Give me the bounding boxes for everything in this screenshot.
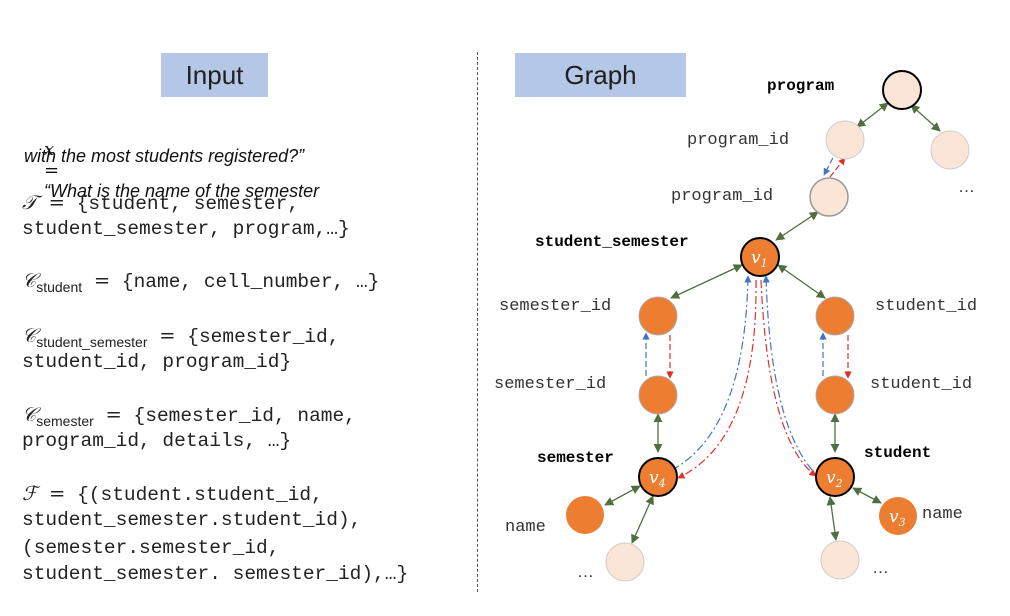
node-semester-id-bottom	[638, 375, 678, 415]
fk-line-2: student_semester.student_id),	[22, 509, 362, 531]
fk-line-1: ℱ = {(student.student_id,	[22, 482, 323, 506]
fk-line-3: (semester.semester_id,	[22, 537, 280, 559]
v2-label: v2	[826, 468, 843, 490]
v1-label: v1	[751, 248, 768, 270]
node-program	[882, 70, 922, 110]
label-student: student	[864, 444, 931, 462]
edge-v1-studentid	[777, 264, 826, 299]
label-program-id-top: program_id	[687, 131, 789, 150]
query-line-2: with the most students registered?”	[24, 146, 305, 166]
label-program-id-bottom: program_id	[671, 187, 773, 206]
c-student-semester-line-1: 𝒞student_semester = {semester_id,	[22, 324, 340, 350]
node-ellipsis-bottom-left	[605, 542, 645, 582]
edge-v2-name	[852, 487, 882, 504]
red-dash-v1-v4	[677, 279, 757, 479]
label-student-id-top: student_id	[875, 297, 977, 316]
fk-line-4: student_semester. semester_id),…}	[22, 563, 409, 585]
blue-dash-v2-v1	[762, 275, 813, 471]
query-line-1: x = “What is the name of the semester	[44, 139, 320, 201]
v3-label: v3	[889, 507, 906, 529]
graph-edges	[604, 102, 941, 544]
label-ellipsis-bottom-right: …	[872, 558, 889, 577]
label-name-right: name	[922, 505, 963, 524]
tables-line-2: student_semester, program,…}	[22, 218, 350, 240]
c-semester-line-1: 𝒞semester = {semester_id, name,	[22, 403, 356, 429]
graph-nodes	[566, 70, 970, 582]
query-symbol: x	[44, 139, 55, 160]
label-semester-id-bottom: semester_id	[494, 375, 606, 394]
label-semester: semester	[537, 449, 614, 467]
edge-programid-ss	[775, 211, 819, 241]
v4-label: v4	[649, 468, 666, 490]
node-program-ellipsis	[930, 130, 970, 170]
node-semester-id-top	[638, 296, 678, 336]
c-semester-line-2: program_id, details, …}	[22, 430, 292, 452]
label-ellipsis-bottom-left: …	[577, 562, 594, 581]
node-labels: v1 v2 v3 v4	[649, 248, 906, 529]
graph-title: Graph	[515, 53, 686, 97]
red-dash-v1-v2	[760, 279, 817, 477]
node-ellipsis-bottom-right	[820, 540, 860, 580]
dashed-paths	[642, 149, 852, 479]
node-student-id-bottom	[815, 375, 855, 415]
query-text-1: “What is the name of the semester	[44, 181, 320, 201]
edge-v2-ellipsis	[826, 496, 840, 541]
edge-v4-ellipsis	[631, 495, 654, 544]
panel-divider	[477, 52, 478, 592]
node-program-id-top	[825, 120, 865, 160]
node-v4	[638, 457, 678, 497]
c-student-line: 𝒞student = {name, cell_number, …}	[22, 269, 380, 295]
label-name-left: name	[505, 518, 546, 537]
node-program-id-bottom	[809, 177, 849, 217]
graph-labels: program program_id program_id student_se…	[494, 77, 977, 581]
node-name-left	[566, 496, 604, 534]
node-v1	[740, 237, 780, 277]
label-student-semester: student_semester	[535, 233, 689, 251]
label-ellipsis-top: …	[958, 177, 975, 196]
node-v3	[879, 497, 917, 535]
edge-v4-name	[604, 485, 641, 506]
tables-line-1: 𝒯 = {student, semester,	[22, 191, 300, 215]
blue-dash-v4-v1	[671, 275, 752, 471]
node-student-id-top	[815, 296, 855, 336]
tables-symbol: 𝒯	[22, 191, 37, 214]
edge-program-programid	[856, 102, 889, 128]
label-program: program	[767, 77, 835, 95]
input-title: Input	[161, 53, 268, 97]
node-v2	[815, 457, 855, 497]
edge-program-ellipsis	[910, 104, 941, 132]
edge-v1-semesterid	[670, 264, 743, 299]
red-dash-programid	[829, 157, 846, 178]
label-semester-id-top: semester_id	[499, 297, 611, 316]
label-student-id-bottom: student_id	[870, 375, 972, 394]
c-student-semester-line-2: student_id, program_id}	[22, 351, 292, 373]
